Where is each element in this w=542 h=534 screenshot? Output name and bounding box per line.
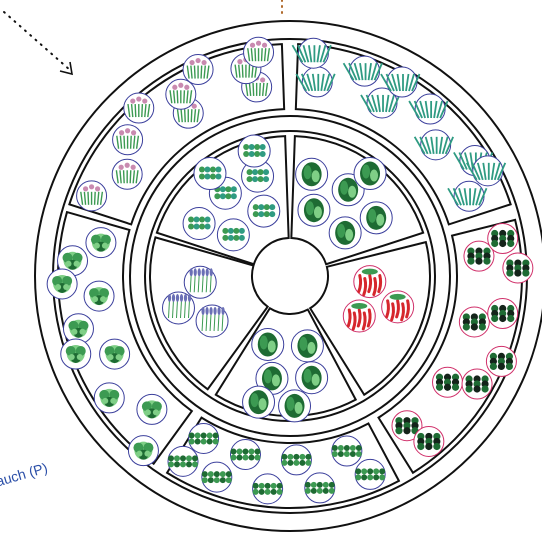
dark-leaf-icon (502, 252, 534, 284)
spreading-herb-icon (354, 458, 386, 490)
bed-outer-top-right (294, 43, 512, 226)
chili-pepper-icon (353, 265, 387, 299)
lettuce-icon (85, 227, 117, 259)
lavender-icon (183, 265, 217, 299)
pointer-arrow (3, 0, 283, 76)
lettuce-icon (46, 268, 78, 300)
dark-leaf-icon (413, 425, 445, 457)
teal-herb-icon (182, 207, 216, 240)
spreading-herb-icon (167, 445, 199, 477)
leek-icon (465, 155, 507, 187)
lettuce-icon (62, 313, 94, 345)
basil-icon (251, 327, 285, 361)
leek-icon (408, 93, 449, 125)
dark-leaf-icon (458, 306, 490, 338)
lettuce-icon (57, 245, 89, 277)
chives-icon (123, 92, 155, 124)
basil-icon (359, 201, 393, 235)
chives-icon (111, 158, 143, 190)
basil-icon (297, 193, 331, 227)
spreading-herb-icon (188, 422, 220, 454)
bed-outer-right (377, 218, 523, 475)
teal-herb-icon (216, 218, 250, 252)
basil-icon (278, 389, 312, 423)
pointer-line (3, 11, 71, 71)
leek-icon (360, 87, 401, 119)
spreading-herb-icon (201, 461, 233, 493)
lettuce-icon (60, 338, 92, 370)
dark-leaf-icon (461, 368, 493, 400)
dark-leaf-icon (391, 410, 423, 442)
leek-icon (413, 129, 454, 161)
lettuce-icon (136, 393, 168, 425)
dark-leaf-icon (463, 240, 495, 272)
lettuce-icon (83, 280, 115, 312)
teal-herb-icon (193, 157, 227, 191)
basil-icon (295, 157, 329, 191)
basil-icon (290, 329, 324, 363)
chives-icon (112, 124, 144, 156)
leek-icon (447, 180, 488, 212)
chives-icon (76, 180, 108, 212)
basil-icon (295, 361, 329, 395)
spreading-herb-icon (252, 473, 284, 505)
basil-icon (328, 216, 362, 250)
leek-icon (380, 66, 421, 98)
leek-icon (295, 66, 336, 98)
lettuce-icon (99, 338, 131, 370)
lavender-icon (161, 291, 195, 325)
chili-pepper-icon (381, 290, 415, 324)
outer-rim (34, 20, 542, 532)
spreading-herb-icon (229, 439, 261, 471)
basil-icon (255, 361, 289, 395)
spreading-herb-icon (304, 472, 336, 504)
teal-herb-icon (247, 194, 281, 228)
arrowhead-icon (59, 61, 73, 76)
chives-icon (165, 78, 197, 110)
basil-icon (353, 157, 387, 191)
chives-icon (182, 54, 214, 86)
chives-icon (243, 36, 275, 68)
dark-leaf-icon (487, 222, 519, 254)
teal-herb-icon (241, 159, 275, 193)
dark-leaf-icon (487, 298, 519, 330)
leek-icon (291, 37, 332, 69)
ring-path-outer (129, 115, 451, 437)
chili-pepper-icon (342, 299, 376, 333)
spreading-herb-icon (280, 444, 312, 476)
plant-markers (46, 36, 534, 505)
spreading-herb-icon (331, 435, 363, 467)
basil-icon (242, 385, 276, 419)
lettuce-icon (127, 435, 159, 467)
dark-leaf-icon (485, 345, 517, 377)
dark-leaf-icon (432, 366, 464, 398)
teal-herb-icon (237, 134, 271, 168)
leek-icon (342, 55, 383, 87)
lettuce-icon (93, 382, 125, 414)
lavender-icon (195, 304, 229, 338)
